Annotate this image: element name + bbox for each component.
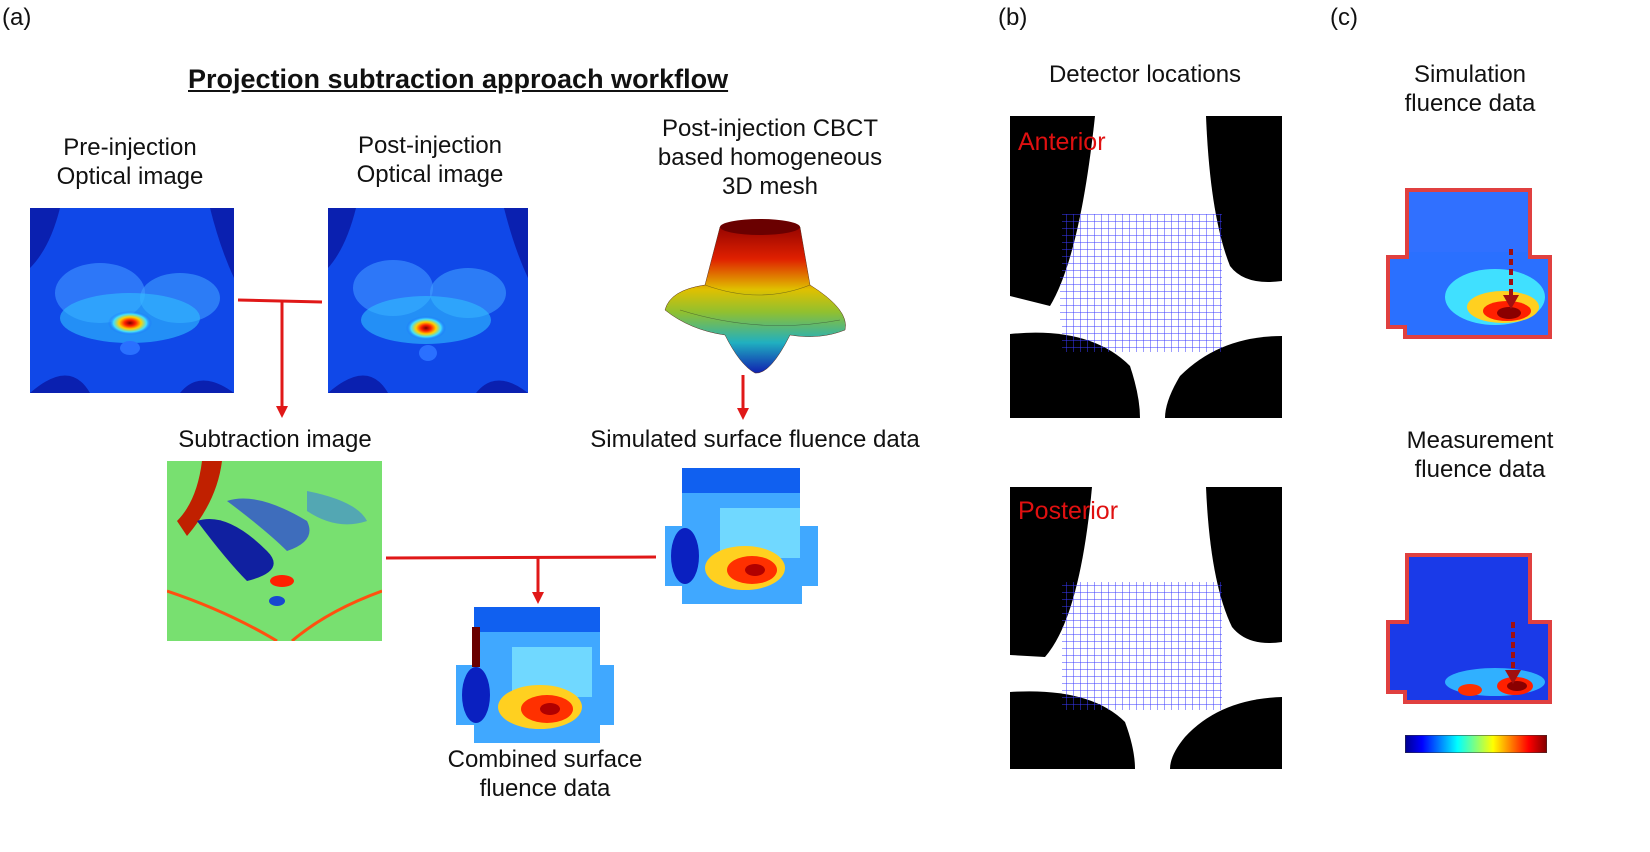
posterior-detector-grid <box>1010 487 1282 769</box>
subtraction-label: Subtraction image <box>178 426 372 453</box>
subtraction-image <box>167 461 382 641</box>
panel-tag-b: (b) <box>998 4 1028 31</box>
measurement-fluence-label: Measurement fluence data <box>1406 427 1554 483</box>
post-injection-label: Post-injection Optical image <box>356 132 504 188</box>
simulation-fluence-map <box>1385 187 1555 339</box>
anterior-label: Anterior <box>1018 128 1106 156</box>
colorbar <box>1405 735 1547 753</box>
posterior-label: Posterior <box>1018 497 1119 525</box>
workflow-arrows <box>237 298 749 604</box>
detector-title: Detector locations <box>1048 61 1242 88</box>
pre-injection-label: Pre-injection Optical image <box>56 134 204 190</box>
post-injection-image <box>328 208 528 393</box>
combined-label: Combined surface fluence data <box>447 746 643 802</box>
cbct-mesh-label: Post-injection CBCT based homogeneous 3D… <box>657 115 883 200</box>
simulated-fluence-map <box>660 468 825 604</box>
measurement-fluence-map <box>1385 552 1555 704</box>
anterior-detector-grid <box>1010 116 1282 418</box>
workflow-title: Projection subtraction approach workflow <box>188 64 729 94</box>
simulated-label: Simulated surface fluence data <box>590 426 920 453</box>
panel-tag-c: (c) <box>1330 4 1358 31</box>
cbct-3d-mesh <box>660 215 860 375</box>
pre-injection-image <box>30 208 234 393</box>
combined-fluence-map <box>452 607 620 743</box>
simulation-fluence-label: Simulation fluence data <box>1404 61 1536 117</box>
panel-tag-a: (a) <box>2 4 32 31</box>
